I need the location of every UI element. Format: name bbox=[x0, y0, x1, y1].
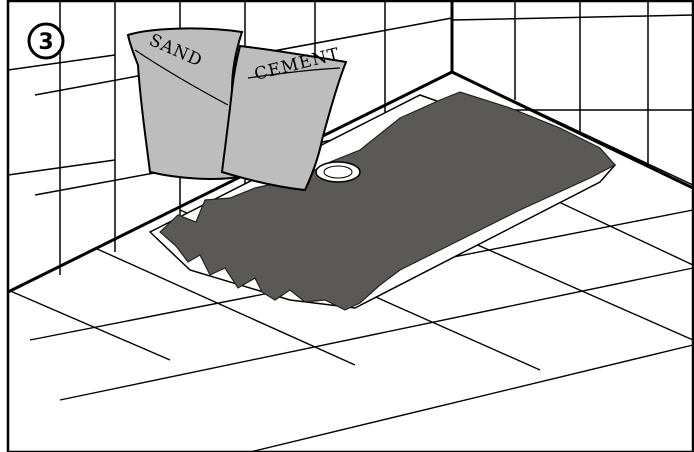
step-number: 3 bbox=[38, 30, 53, 55]
step-number-badge: 3 bbox=[29, 24, 63, 58]
drain-hole bbox=[316, 162, 360, 182]
